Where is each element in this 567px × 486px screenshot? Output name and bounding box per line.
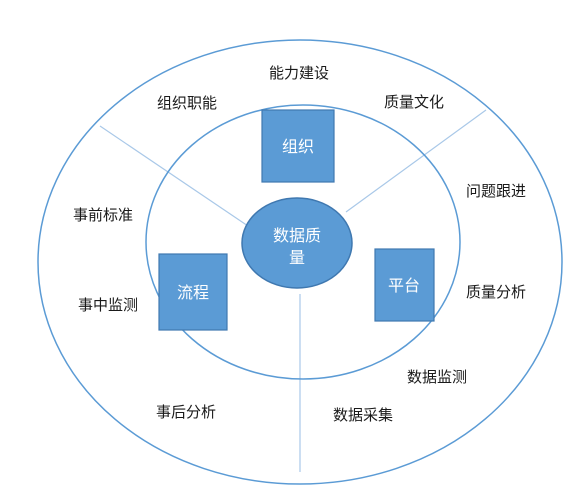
- box-org-label: 组织: [282, 137, 314, 156]
- box-org: [261, 109, 335, 183]
- divider-line-upper-left: [99, 125, 249, 227]
- label-quality-analysis: 质量分析: [466, 283, 526, 301]
- label-post-analysis: 事后分析: [156, 403, 216, 421]
- label-quality-culture: 质量文化: [384, 93, 444, 111]
- outer-ring: [37, 39, 563, 485]
- label-issue-tracking: 问题跟进: [466, 182, 526, 200]
- center-label-line2: 量: [289, 248, 305, 267]
- box-platform: [374, 248, 435, 322]
- center-label-line1: 数据质: [273, 226, 321, 245]
- inner-ring: [145, 104, 461, 380]
- divider-line-upper-right: [345, 109, 487, 213]
- box-process-label: 流程: [177, 283, 209, 302]
- center-node-data-quality: [241, 197, 353, 289]
- label-org-function: 组织职能: [157, 94, 217, 112]
- label-data-collection: 数据采集: [333, 406, 393, 424]
- label-in-monitor: 事中监测: [78, 296, 138, 314]
- label-data-monitoring: 数据监测: [407, 368, 467, 386]
- label-capability: 能力建设: [269, 64, 329, 82]
- label-pre-standard: 事前标准: [73, 206, 133, 224]
- box-platform-label: 平台: [388, 276, 420, 295]
- box-process: [158, 253, 228, 331]
